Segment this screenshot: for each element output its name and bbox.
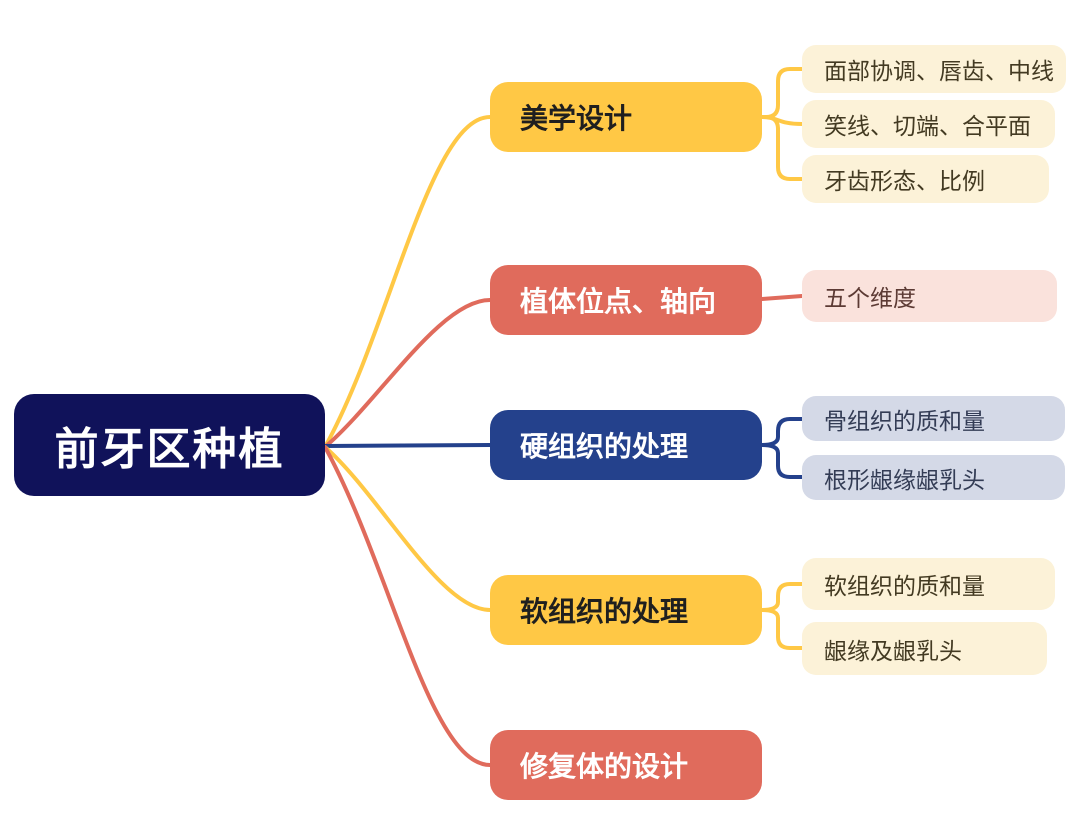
branch-node-aesthetics: 美学设计 [490,82,762,152]
leaf-node-bone-quality: 骨组织的质和量 [802,396,1065,441]
leaf-node-tooth-shape: 牙齿形态、比例 [802,155,1049,203]
leaf-node-root-form-gingiva: 根形龈缘龈乳头 [802,455,1065,500]
branch-node-hard-tissue: 硬组织的处理 [490,410,762,480]
connector-root-aesthetics [323,115,492,449]
connector-root-restoration [323,445,492,767]
connector-hard-tissue-leaf1 [760,417,804,447]
leaf-node-facial-harmony: 面部协调、唇齿、中线 [802,45,1066,93]
connector-root-hard-tissue [323,443,492,448]
leaf-node-five-dimensions: 五个维度 [802,270,1057,322]
connector-hard-tissue-leaf2 [760,443,804,479]
leaf-node-smile-line: 笑线、切端、合平面 [802,100,1055,148]
connector-soft-tissue-leaf1 [760,582,804,612]
leaf-node-gingival-margin-papilla: 龈缘及龈乳头 [802,622,1047,675]
branch-node-soft-tissue: 软组织的处理 [490,575,762,645]
branch-node-restoration: 修复体的设计 [490,730,762,800]
connector-aesthetics-leaf3 [760,115,804,181]
root-node: 前牙区种植 [14,394,325,496]
connector-root-implant-position [323,298,492,449]
leaf-node-soft-tissue-quality: 软组织的质和量 [802,558,1055,610]
connector-aesthetics-leaf1 [760,67,804,119]
connector-root-soft-tissue [323,445,492,612]
connector-implant-position-leaf1 [760,294,804,301]
connector-soft-tissue-leaf2 [760,608,804,650]
branch-node-implant-position: 植体位点、轴向 [490,265,762,335]
